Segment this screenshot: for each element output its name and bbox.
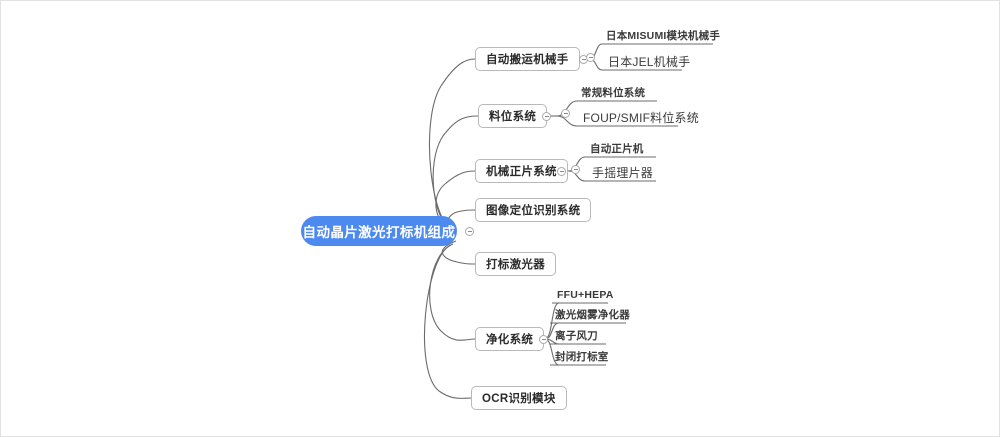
leaf-node-6-3[interactable]: 离子风刀 bbox=[550, 329, 602, 346]
branch-node-5-label: 打标激光器 bbox=[486, 259, 545, 271]
branch-node-1-label: 自动搬运机械手 bbox=[486, 54, 569, 66]
leaf-node-2-1[interactable]: 常规料位系统 bbox=[576, 86, 649, 103]
branch-2-child-group-toggle[interactable] bbox=[561, 109, 570, 118]
leaf-node-6-3-label: 离子风刀 bbox=[555, 330, 598, 342]
leaf-node-1-1-label: 日本MISUMI模块机械手 bbox=[606, 30, 721, 42]
branch-6-collapse-toggle[interactable] bbox=[539, 335, 548, 344]
leaf-node-1-1[interactable]: 日本MISUMI模块机械手 bbox=[601, 29, 724, 46]
root-collapse-toggle[interactable] bbox=[465, 227, 474, 236]
branch-node-3[interactable]: 机械正片系统 bbox=[475, 159, 568, 183]
leaf-node-6-4[interactable]: 封闭打标室 bbox=[550, 350, 613, 367]
branch-node-7[interactable]: OCR识别模块 bbox=[471, 386, 567, 410]
leaf-node-1-2-label: 日本JEL机械手 bbox=[608, 55, 691, 69]
branch-node-5[interactable]: 打标激光器 bbox=[475, 252, 556, 276]
edge-root-to-branch-2 bbox=[432, 115, 479, 233]
branch-node-4[interactable]: 图像定位识别系统 bbox=[475, 198, 592, 222]
branch-3-child-group-toggle[interactable] bbox=[571, 165, 580, 174]
branch-node-7-label: OCR识别模块 bbox=[482, 393, 556, 405]
edge-root-to-branch-6 bbox=[429, 243, 476, 341]
leaf-node-1-2[interactable]: 日本JEL机械手 bbox=[603, 55, 694, 72]
root-node[interactable]: 自动晶片激光打标机组成 bbox=[301, 216, 457, 246]
leaf-node-6-2[interactable]: 激光烟雾净化器 bbox=[550, 308, 634, 325]
leaf-node-6-1[interactable]: FFU+HEPA bbox=[552, 288, 618, 305]
leaf-node-6-4-label: 封闭打标室 bbox=[555, 351, 609, 363]
root-node-label: 自动晶片激光打标机组成 bbox=[302, 225, 456, 240]
edge-root-to-branch-7 bbox=[424, 244, 472, 399]
branch-node-2[interactable]: 料位系统 bbox=[478, 104, 548, 128]
branch-3-collapse-toggle[interactable] bbox=[557, 167, 566, 176]
leaf-node-6-1-label: FFU+HEPA bbox=[557, 289, 614, 301]
leaf-node-6-2-label: 激光烟雾净化器 bbox=[555, 309, 630, 321]
branch-node-2-label: 料位系统 bbox=[489, 111, 537, 123]
leaf-node-3-2-label: 手摇理片器 bbox=[592, 166, 654, 180]
edge-root-to-branch-1 bbox=[428, 58, 476, 233]
branch-2-collapse-toggle[interactable] bbox=[542, 112, 551, 121]
branch-1-child-group-toggle[interactable] bbox=[586, 53, 595, 62]
branch-node-6[interactable]: 净化系统 bbox=[475, 327, 545, 351]
leaf-node-2-2[interactable]: FOUP/SMIF料位系统 bbox=[578, 111, 703, 128]
leaf-node-3-1[interactable]: 自动正片机 bbox=[585, 142, 648, 159]
branch-node-6-label: 净化系统 bbox=[486, 334, 534, 346]
leaf-node-2-1-label: 常规料位系统 bbox=[581, 87, 646, 99]
leaf-node-2-2-label: FOUP/SMIF料位系统 bbox=[583, 111, 699, 125]
branch-node-4-label: 图像定位识别系统 bbox=[486, 205, 581, 217]
branch-node-1[interactable]: 自动搬运机械手 bbox=[475, 47, 580, 71]
branch-node-3-label: 机械正片系统 bbox=[486, 166, 557, 178]
leaf-node-3-1-label: 自动正片机 bbox=[590, 143, 644, 155]
leaf-node-3-2[interactable]: 手摇理片器 bbox=[587, 166, 657, 183]
